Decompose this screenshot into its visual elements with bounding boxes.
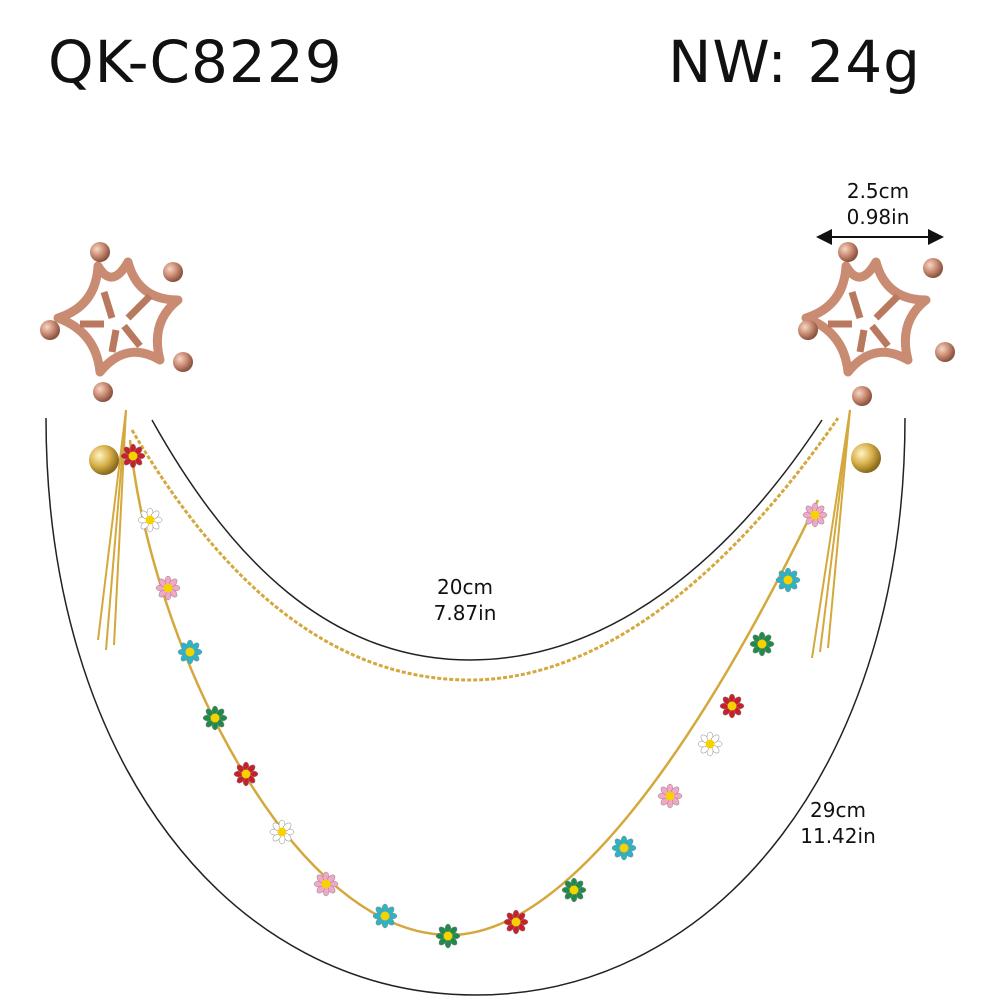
short-chain-label: 20cm 7.87in [405,574,525,626]
flower-bead [233,761,259,787]
flower-bead [749,631,775,657]
left-clamp [40,242,193,402]
flower-bead [120,443,146,469]
long-chain-cm: 29cm [810,798,866,822]
short-chain-cm: 20cm [437,575,493,599]
flower-bead [313,871,339,897]
flower-bead [177,639,203,665]
flower-bead [269,819,295,845]
flower-beads [120,443,828,949]
clamp-width-in: 0.98in [846,205,910,229]
flower-bead [202,705,228,731]
flower-bead [657,783,683,809]
short-chain [130,417,840,682]
flower-bead [503,909,529,935]
flower-bead [561,877,587,903]
product-sku: QK-C8229 [48,28,343,96]
clamp-width-label: 2.5cm 0.98in [828,178,928,230]
short-chain-guide-line [151,419,823,661]
left-bell [89,445,119,475]
right-bell [851,443,881,473]
clamp-width-cm: 2.5cm [846,179,910,203]
flower-bead [802,502,828,528]
flower-bead [137,507,163,533]
flower-bead [611,835,637,861]
flower-bead [697,731,723,757]
flower-bead [719,693,745,719]
long-chain [128,439,820,937]
long-chain-label: 29cm 11.42in [778,797,898,849]
flower-bead [155,575,181,601]
flower-bead [775,567,801,593]
flower-bead [372,903,398,929]
right-tassel [811,409,851,659]
net-weight: NW: 24g [668,28,921,96]
short-chain-in: 7.87in [433,601,497,625]
right-clamp [798,242,955,406]
long-chain-guide-line [45,417,906,996]
flower-bead [435,923,461,949]
long-chain-in: 11.42in [800,824,876,848]
